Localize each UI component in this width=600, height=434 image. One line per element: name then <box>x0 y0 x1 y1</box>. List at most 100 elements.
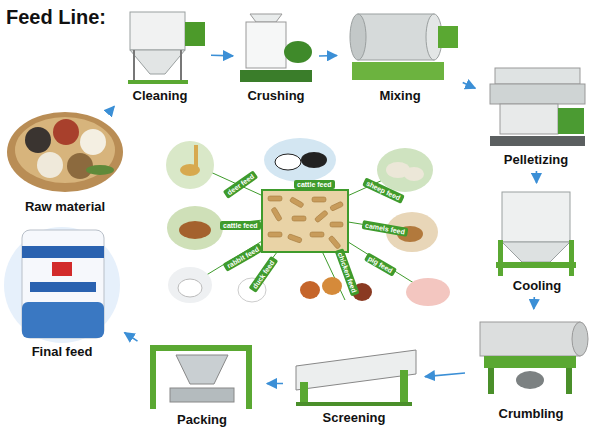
step-caption: Cleaning <box>112 86 208 104</box>
feed-tag: rabbit feed <box>223 243 264 272</box>
animal-feed-picture-part <box>264 138 336 182</box>
process-step: Mixing <box>340 4 460 104</box>
pelletizing-machine-part <box>495 68 580 84</box>
screening-machine-part <box>296 350 416 390</box>
cooling-machine-part <box>498 240 503 276</box>
step-caption: Screening <box>286 408 422 426</box>
process-step: Pelletizing <box>478 64 594 168</box>
animal-feed-picture-part-part <box>268 232 282 237</box>
flow-arrow <box>319 55 337 57</box>
step-label: Screening <box>323 410 386 425</box>
mixing-machine-part <box>358 14 434 60</box>
flow-arrow <box>463 83 476 89</box>
feed-bag-part <box>52 262 72 276</box>
screening-machine-part <box>400 370 408 404</box>
animal-feed-picture-part-part <box>312 197 326 202</box>
crushing-machine <box>240 14 312 82</box>
mixing-machine-part <box>350 14 366 60</box>
packing-machine-part <box>246 345 252 409</box>
process-step: Crumbling <box>468 312 594 422</box>
animal-feed-picture-part-part <box>271 207 282 222</box>
feed-tag: cattle feed <box>294 180 335 189</box>
raw-material-basket-part <box>53 119 79 145</box>
animal-feed-picture-part <box>300 281 320 299</box>
pelletizing-machine-part <box>490 136 585 146</box>
raw-material-basket-part <box>67 153 93 179</box>
mixing-machine-part <box>352 62 444 80</box>
animal-feed-picture-part-part <box>287 234 302 243</box>
packing-machine <box>150 345 252 409</box>
animal-feed-picture-part-part <box>314 210 328 223</box>
flow-arrow <box>113 106 114 107</box>
process-step: Crushing <box>236 10 316 104</box>
process-step: Cleaning <box>112 4 208 104</box>
step-caption: Pelletizing <box>478 150 594 168</box>
cleaning-machine-part <box>130 50 185 74</box>
diagram-title: Feed Line: <box>6 6 106 29</box>
screening-machine <box>296 350 416 406</box>
animal-feed-picture-part <box>275 154 301 170</box>
flow-arrow <box>267 383 283 385</box>
animal-feed-picture-part <box>262 190 348 252</box>
feed-bag-part <box>22 246 104 258</box>
packing-machine-part <box>170 388 234 402</box>
step-label: Crumbling <box>499 406 564 421</box>
crumbling-machine-part <box>572 322 588 356</box>
flow-arrow <box>536 171 538 183</box>
crumbling-machine <box>480 322 588 394</box>
animal-feed-picture-part <box>406 278 450 306</box>
animal-feed-picture-part <box>168 267 212 303</box>
feed-bag-part <box>30 282 96 292</box>
screening-machine-part <box>300 382 308 404</box>
crumbling-machine-part <box>488 368 494 394</box>
crushing-machine-part <box>250 14 282 22</box>
pelletizing-machine <box>490 68 585 146</box>
animal-feed-picture-part <box>167 206 223 250</box>
step-label: Packing <box>177 412 227 427</box>
animal-feed-picture-part-part <box>328 235 341 249</box>
process-step: Packing <box>140 340 264 428</box>
animal-feed-picture-part <box>268 196 344 249</box>
cooling-machine-part <box>496 262 576 268</box>
cooling-machine-part <box>502 192 570 242</box>
feed-tag: deer feed <box>223 170 259 199</box>
feed-bag-part <box>22 302 104 338</box>
crushing-machine-part <box>240 70 312 82</box>
cleaning-machine-part <box>185 22 205 46</box>
animal-feed-picture-part-part <box>310 232 324 237</box>
step-caption: Final feed <box>2 342 122 360</box>
feed-tag: pig feed <box>364 252 397 276</box>
process-step: Cooling <box>486 186 588 294</box>
feed-bag <box>4 227 120 343</box>
step-label: Crushing <box>247 88 304 103</box>
packing-machine-part <box>176 355 228 384</box>
crumbling-machine-part <box>516 371 544 389</box>
step-label: Final feed <box>32 344 93 359</box>
cleaning-machine <box>128 12 205 84</box>
animal-feed-picture-part <box>301 152 327 168</box>
cooling-machine-part <box>502 242 570 262</box>
step-label: Cooling <box>513 278 561 293</box>
cleaning-machine-part <box>133 50 135 84</box>
crumbling-machine-part <box>484 356 576 368</box>
animal-feed-picture-part <box>178 279 202 297</box>
step-caption: Packing <box>140 410 264 428</box>
animal-feed-picture-part-part <box>292 216 306 221</box>
feed-tag: cattle feed <box>220 221 261 230</box>
animal-feed-picture-part <box>179 221 211 239</box>
step-caption: Raw material <box>5 197 125 215</box>
crumbling-machine-part <box>480 322 580 356</box>
step-caption: Crumbling <box>468 404 594 422</box>
process-step: Final feed <box>2 222 122 360</box>
cleaning-machine-part <box>130 12 185 50</box>
step-label: Raw material <box>25 199 105 214</box>
raw-material-basket-part <box>86 165 114 175</box>
flow-arrow <box>425 373 465 377</box>
cooling-machine-part <box>569 240 574 276</box>
crushing-machine-part <box>246 22 286 68</box>
process-step: Screening <box>286 340 422 426</box>
flow-arrow <box>124 333 137 342</box>
mixing-machine <box>350 14 458 80</box>
